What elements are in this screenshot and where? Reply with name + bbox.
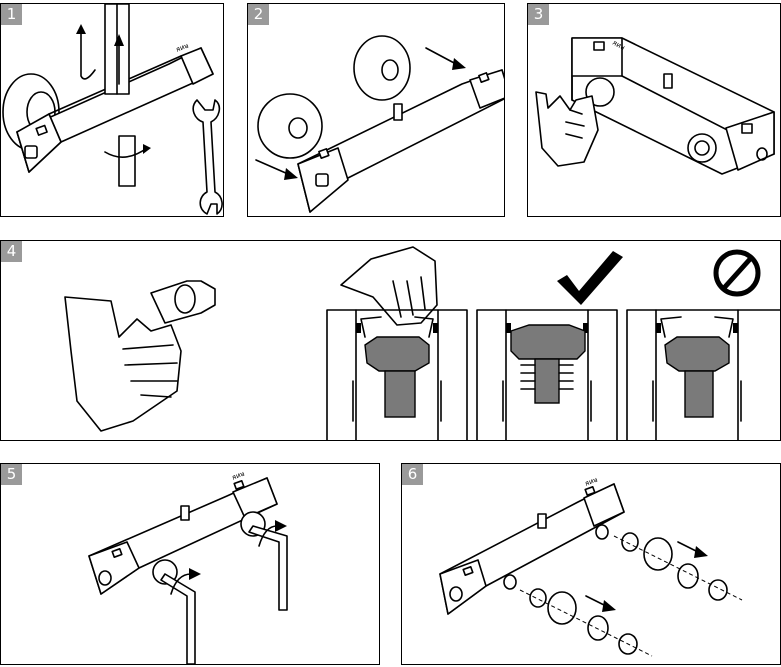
step-1-illustration: ᴙᴎᴚ: [2, 4, 223, 215]
mixer-marking: ᴙᴎᴚ: [231, 470, 246, 482]
prohibited-icon: [713, 249, 761, 297]
valve-incorrect-diagram: [626, 309, 780, 440]
step-1-panel: ᴙᴎᴚ 1: [0, 3, 224, 217]
step-number: 3: [528, 4, 549, 25]
valve-correct-diagram: [476, 309, 618, 440]
valve-pressed-diagram: [326, 309, 468, 440]
step-3-illustration: ᴙᴎᴚ: [535, 37, 775, 175]
step-3-panel: ᴙᴎᴚ 3: [527, 3, 781, 217]
step-number: 2: [248, 4, 269, 25]
step-number: 5: [1, 464, 22, 485]
step-4-illustration: [64, 246, 780, 440]
check-icon: [557, 251, 623, 305]
mixer-marking: ᴙᴎᴚ: [584, 476, 599, 488]
step-5-illustration: ᴙᴎᴚ: [88, 470, 288, 664]
step-6-illustration: ᴙᴎᴚ: [439, 476, 743, 657]
step-number: 4: [1, 241, 22, 262]
step-6-panel: ᴙᴎᴚ 6: [401, 463, 781, 665]
step-number: 6: [402, 464, 423, 485]
step-2-panel: 2: [247, 3, 505, 217]
step-2-illustration: [255, 35, 504, 213]
step-number: 1: [1, 4, 22, 25]
step-4-panel: 4: [0, 240, 781, 441]
mixer-marking: ᴙᴎᴚ: [175, 42, 190, 54]
step-5-panel: ᴙᴎᴚ 5: [0, 463, 380, 665]
